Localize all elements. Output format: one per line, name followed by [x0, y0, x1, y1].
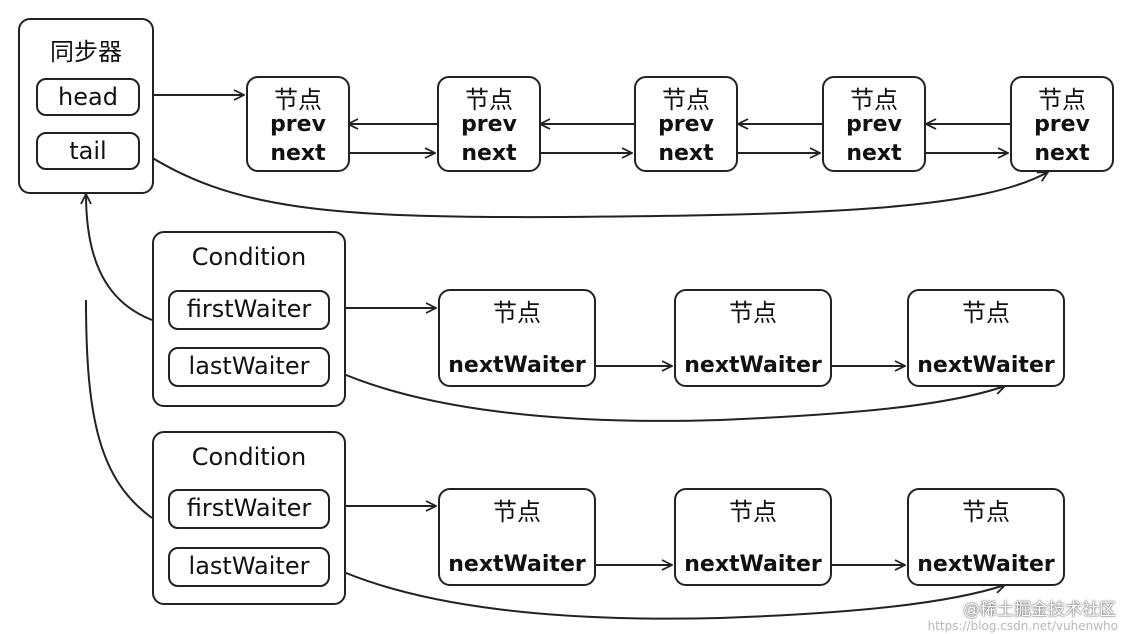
node-title: 节点 [729, 299, 777, 327]
node-title: 节点 [493, 498, 541, 526]
tail-arrow [139, 149, 1048, 219]
last-waiter-arrow [329, 565, 1005, 620]
next-waiter-field: nextWaiter [684, 353, 822, 378]
next-field: next [1034, 141, 1090, 166]
prev-field: prev [658, 112, 714, 137]
node-title: 节点 [729, 498, 777, 526]
condition-title: Condition [191, 443, 307, 471]
head-pointer: head [36, 78, 140, 116]
first-waiter-pointer: firstWaiter [168, 290, 330, 330]
last-waiter-arrow [329, 367, 1005, 422]
next-waiter-field: nextWaiter [917, 353, 1055, 378]
next-field: next [461, 141, 517, 166]
sync-node: 节点 prev next [634, 76, 738, 172]
node-title: 节点 [274, 86, 322, 114]
tail-pointer: tail [36, 132, 140, 170]
node-title: 节点 [1038, 86, 1086, 114]
source-url: https://blog.csdn.net/vuhenwho [927, 619, 1118, 633]
watermark: @稀土掘金技术社区 [963, 600, 1116, 620]
node-title: 节点 [962, 498, 1010, 526]
next-waiter-field: nextWaiter [448, 552, 586, 577]
next-field: next [658, 141, 714, 166]
sync-node: 节点 prev next [437, 76, 541, 172]
node-title: 节点 [493, 299, 541, 327]
wait-node: 节点 nextWaiter [907, 289, 1065, 387]
next-field: next [846, 141, 902, 166]
next-waiter-field: nextWaiter [448, 353, 586, 378]
condition-title: Condition [191, 243, 307, 271]
sync-node: 节点 prev next [822, 76, 926, 172]
prev-field: prev [270, 112, 326, 137]
prev-field: prev [1034, 112, 1090, 137]
sync-node: 节点 prev next [246, 76, 350, 172]
sync-node: 节点 prev next [1010, 76, 1114, 172]
condition-box: Condition firstWaiter lastWaiter [152, 231, 346, 407]
prev-field: prev [461, 112, 517, 137]
wait-node: 节点 nextWaiter [438, 289, 596, 387]
node-title: 节点 [465, 86, 513, 114]
wait-node: 节点 nextWaiter [674, 289, 832, 387]
last-waiter-pointer: lastWaiter [168, 547, 330, 587]
synchronizer-box: 同步器 head tail [18, 18, 154, 194]
next-waiter-field: nextWaiter [917, 552, 1055, 577]
wait-node: 节点 nextWaiter [438, 488, 596, 586]
node-title: 节点 [662, 86, 710, 114]
node-title: 节点 [850, 86, 898, 114]
last-waiter-pointer: lastWaiter [168, 347, 330, 387]
synchronizer-title: 同步器 [50, 38, 122, 66]
wait-node: 节点 nextWaiter [907, 488, 1065, 586]
condition-link-arrow [85, 299, 153, 519]
first-waiter-pointer: firstWaiter [168, 489, 330, 529]
next-field: next [270, 141, 326, 166]
prev-field: prev [846, 112, 902, 137]
next-waiter-field: nextWaiter [684, 552, 822, 577]
wait-node: 节点 nextWaiter [674, 488, 832, 586]
condition-link-arrow [86, 194, 153, 321]
condition-box: Condition firstWaiter lastWaiter [152, 431, 346, 605]
node-title: 节点 [962, 299, 1010, 327]
